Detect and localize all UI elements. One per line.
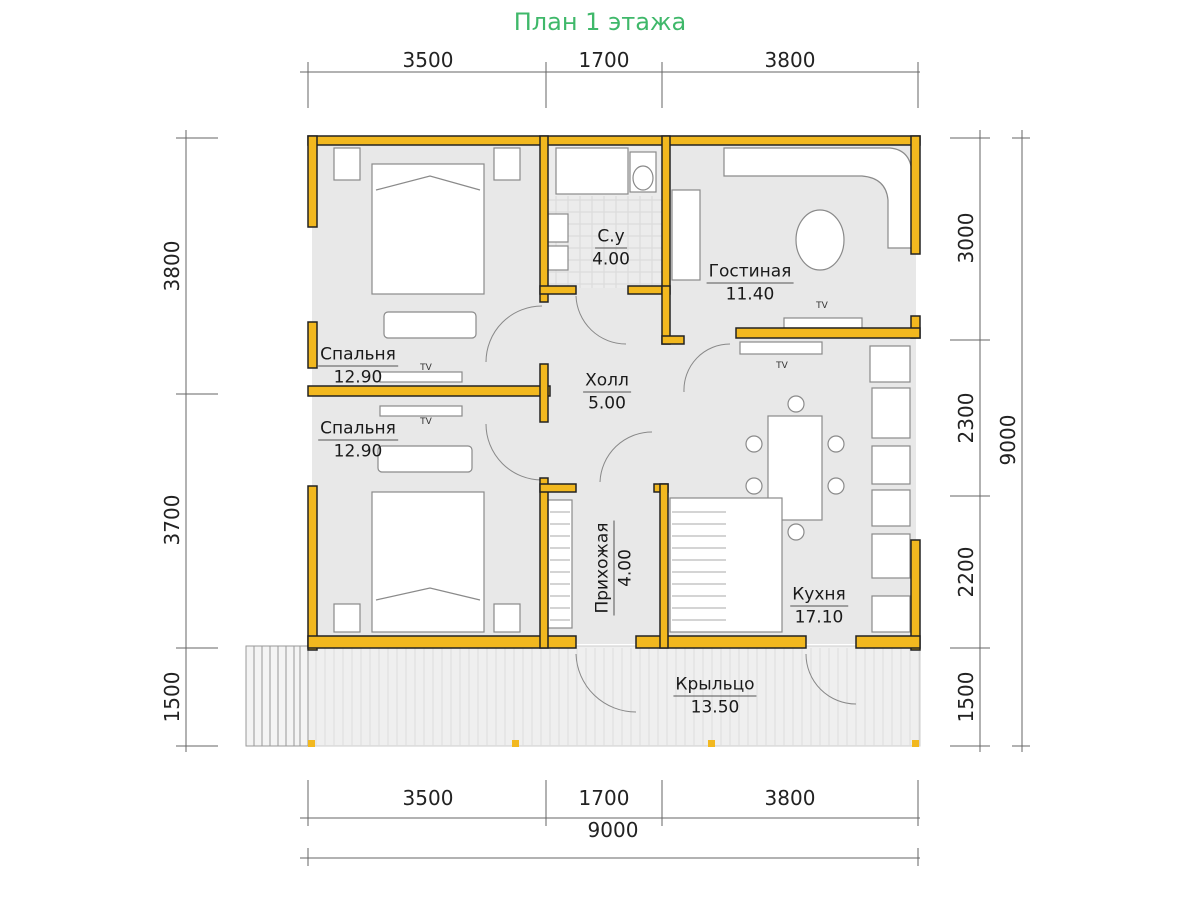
dimension-lines	[176, 62, 1030, 866]
room-porch-name: Крыльцо	[673, 674, 757, 697]
room-bath-name: С.у	[595, 226, 627, 249]
dim-right-total: 9000	[996, 414, 1020, 466]
room-porch-area: 13.50	[690, 697, 740, 718]
dim-bottom-1: 3500	[402, 786, 454, 810]
porch-steps	[245, 645, 309, 747]
tv-bedroom-2: TV	[420, 417, 432, 427]
room-bedroom-1-name: Спальня	[318, 344, 398, 367]
dim-left-3: 1500	[160, 671, 184, 723]
dim-bottom-3: 3800	[764, 786, 816, 810]
room-bath: С.у 4.00	[592, 226, 630, 271]
room-entry-area: 4.00	[615, 549, 636, 587]
tv-kitchen: TV	[776, 361, 788, 371]
plan-title: План 1 этажа	[513, 8, 687, 36]
room-bedroom-2-area: 12.90	[333, 441, 383, 462]
dim-bottom-2: 1700	[578, 786, 630, 810]
furniture	[333, 147, 913, 633]
room-porch: Крыльцо 13.50	[673, 674, 757, 719]
walls	[307, 135, 921, 651]
room-bedroom-1: Спальня 12.90	[318, 344, 398, 389]
dim-left-1: 3800	[160, 240, 184, 292]
door-swings	[485, 295, 857, 713]
porch-floor	[307, 645, 921, 747]
porch-boards	[315, 648, 920, 746]
room-bedroom-2-name: Спальня	[318, 418, 398, 441]
room-bath-area: 4.00	[592, 249, 630, 270]
room-kitchen-name: Кухня	[790, 584, 848, 607]
room-living-area: 11.40	[725, 284, 775, 305]
dim-top-3: 3800	[764, 48, 816, 72]
room-kitchen: Кухня 17.10	[790, 584, 848, 629]
room-hall-name: Холл	[583, 370, 631, 393]
room-entry-name: Прихожая	[591, 520, 615, 616]
dim-right-2: 2300	[954, 392, 978, 444]
dim-left-2: 3700	[160, 494, 184, 546]
room-hall-area: 5.00	[588, 393, 626, 414]
stair-treads	[550, 511, 726, 621]
dim-right-3: 2200	[954, 546, 978, 598]
room-bedroom-2: Спальня 12.90	[318, 418, 398, 463]
dim-right-1: 3000	[954, 212, 978, 264]
dim-top-2: 1700	[578, 48, 630, 72]
room-living-name: Гостиная	[706, 261, 794, 284]
porch-posts	[308, 740, 919, 747]
bath-tile-grid	[548, 196, 662, 288]
room-living: Гостиная 11.40	[706, 261, 794, 306]
dim-right-4: 1500	[954, 671, 978, 723]
room-kitchen-area: 17.10	[794, 607, 844, 628]
dim-top-1: 3500	[402, 48, 454, 72]
room-hall: Холл 5.00	[583, 370, 631, 415]
tv-bedroom-1: TV	[420, 363, 432, 373]
dim-bottom-total: 9000	[587, 818, 639, 842]
tv-living: TV	[816, 301, 828, 311]
room-bedroom-1-area: 12.90	[333, 367, 383, 388]
room-entry: Прихожая 4.00	[591, 520, 637, 616]
